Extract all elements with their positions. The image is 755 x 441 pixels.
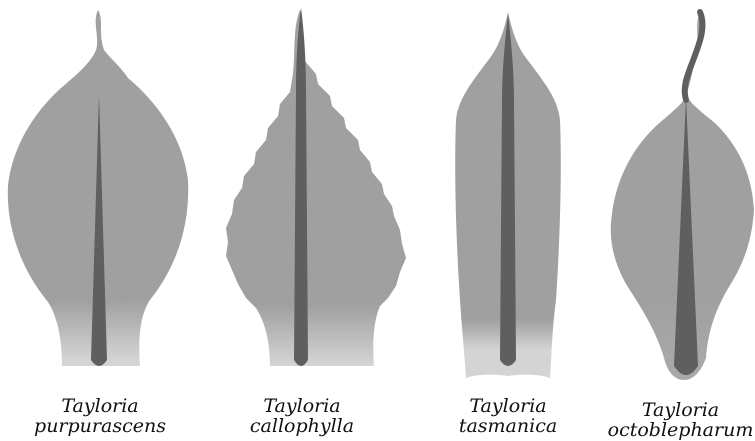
label-species: purpurascens <box>30 416 170 436</box>
leaf-label-purpurascens: Tayloria purpurascens <box>30 396 170 436</box>
label-species: tasmanica <box>448 416 568 436</box>
costa-octoblepharum <box>685 12 703 100</box>
label-genus: Tayloria <box>448 396 568 416</box>
leaf-label-callophylla: Tayloria callophylla <box>237 396 367 436</box>
label-genus: Tayloria <box>606 400 755 420</box>
leaf-label-octoblepharum: Tayloria octoblepharum <box>606 400 755 440</box>
label-species: callophylla <box>237 416 367 436</box>
label-genus: Tayloria <box>237 396 367 416</box>
label-genus: Tayloria <box>30 396 170 416</box>
label-species: octoblepharum <box>606 420 755 440</box>
leaf-label-tasmanica: Tayloria tasmanica <box>448 396 568 436</box>
